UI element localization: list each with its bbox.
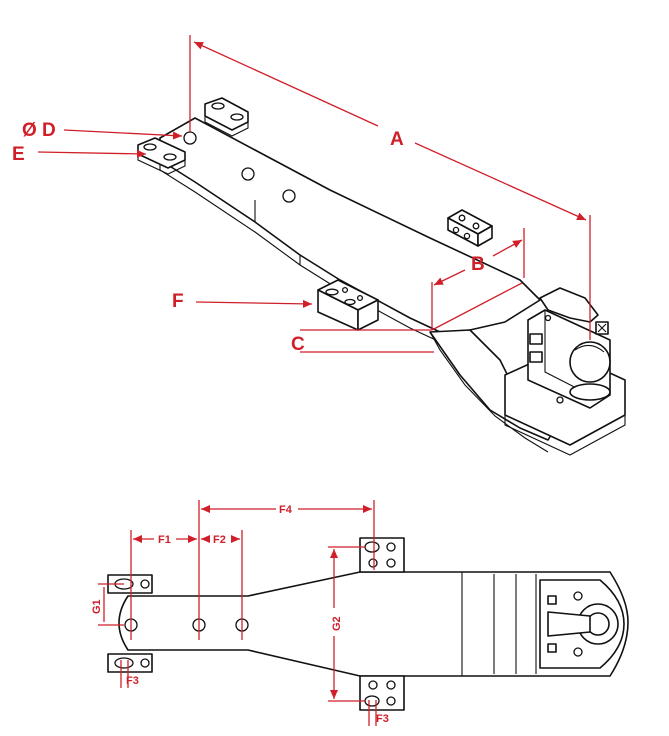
label-d: Ø D: [22, 120, 56, 141]
bracket-front-left: [137, 137, 186, 175]
label-a: A: [390, 129, 404, 150]
dimension-f2: F2: [201, 530, 243, 640]
dimension-g1: G1: [91, 583, 124, 626]
isometric-view: A B C Ø D E F: [12, 35, 626, 456]
dimension-b: B: [431, 228, 525, 330]
dimension-g2: G2: [328, 546, 366, 702]
plan-view: F1 F2 F4 G1 G2: [91, 500, 629, 726]
label-f3-right: F3: [376, 713, 389, 725]
dimension-f4: F4: [201, 500, 375, 570]
label-c: C: [291, 334, 305, 355]
label-f2: F2: [213, 534, 226, 546]
bracket-rear-right: [447, 209, 493, 247]
plan-bracket-right-top: [359, 537, 405, 573]
label-g1: G1: [91, 599, 103, 614]
label-f: F: [172, 291, 184, 312]
dimension-f3-right: F3: [368, 700, 389, 726]
plan-bracket-right-bottom: [359, 675, 405, 711]
callout-e: E: [12, 144, 147, 165]
callout-f: F: [172, 291, 313, 312]
dimension-c: C: [291, 282, 523, 355]
dimension-f1: F1: [130, 500, 200, 640]
label-b: B: [471, 254, 485, 275]
label-f4: F4: [279, 504, 293, 516]
plan-bracket-left-bottom: [107, 653, 153, 673]
bracket-rear-left: [204, 97, 249, 137]
crossbar-beam: [159, 117, 561, 453]
plan-coupling-head: [539, 579, 625, 669]
dimension-a: A: [189, 35, 591, 340]
dimension-f3-left: F3: [120, 660, 139, 688]
label-g2: G2: [331, 616, 343, 631]
plan-beam: [118, 571, 629, 677]
label-e: E: [12, 144, 25, 165]
label-f3-left: F3: [126, 675, 139, 687]
label-f1: F1: [158, 534, 171, 546]
callout-d: Ø D: [22, 120, 183, 141]
